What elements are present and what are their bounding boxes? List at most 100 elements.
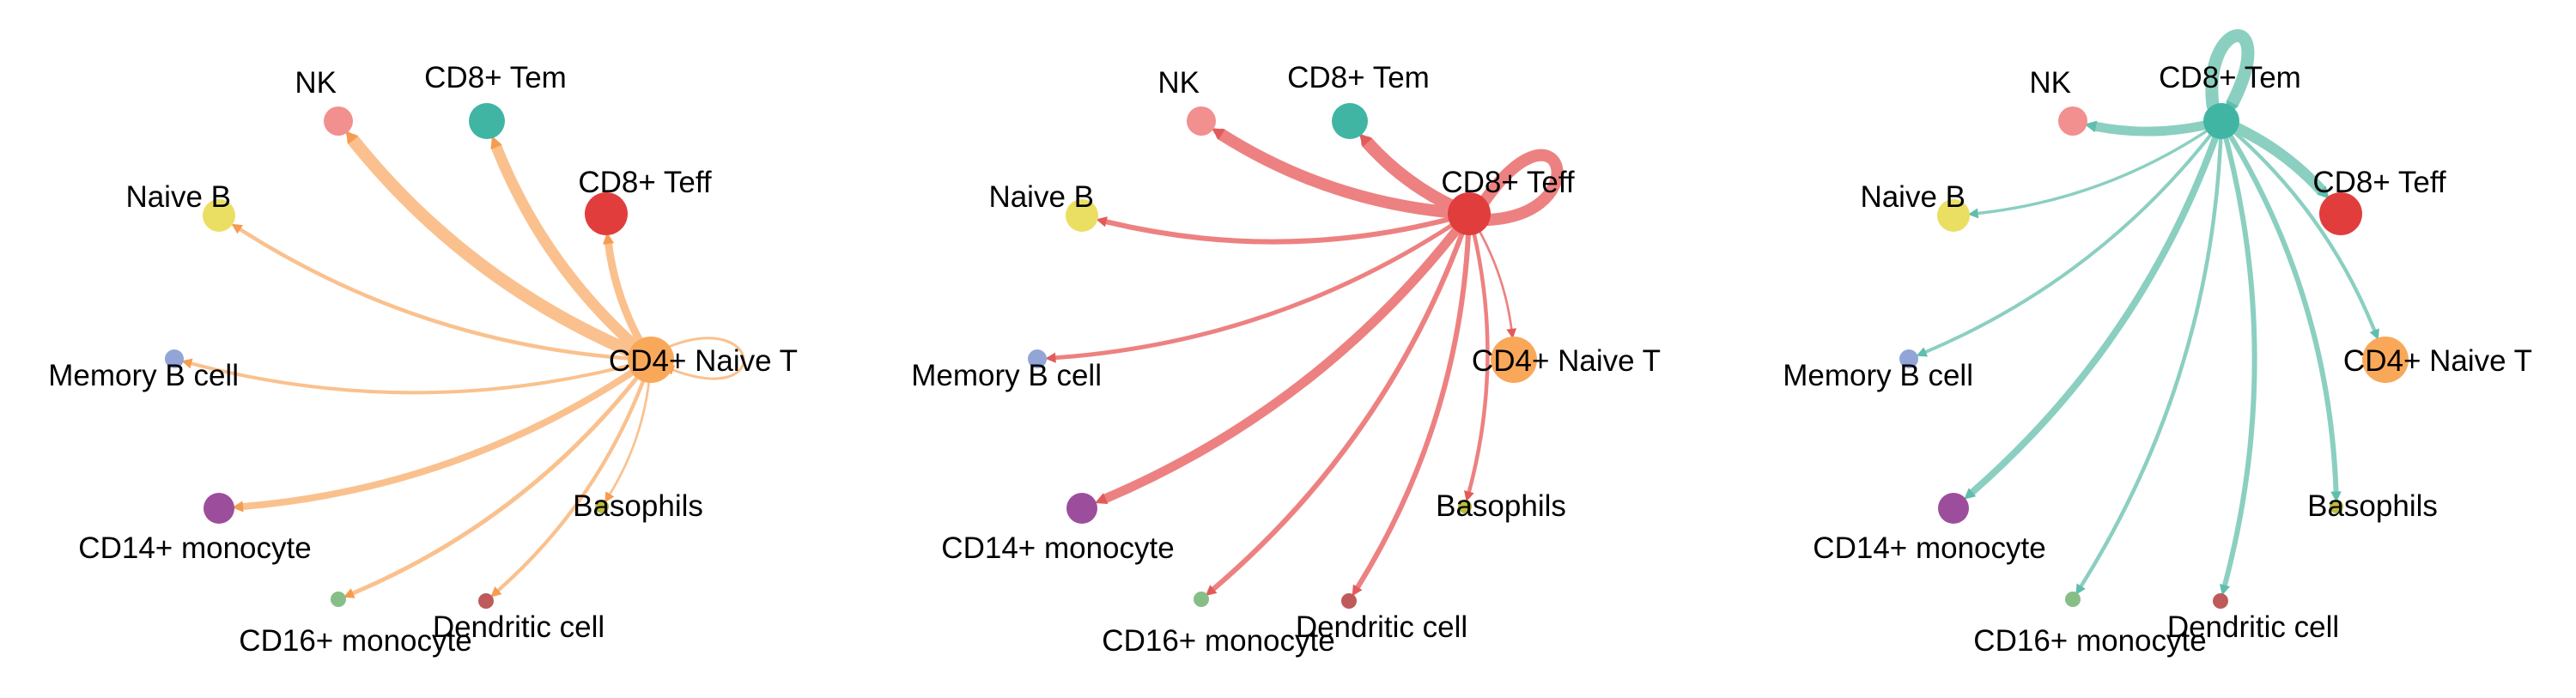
- node-dc: [1341, 593, 1357, 609]
- node-cd4_naive_t: [1491, 337, 1537, 383]
- node-cd4_naive_t: [2362, 337, 2409, 383]
- node-label-naive_b: Naive B: [125, 180, 231, 214]
- arrowhead-cd4_naive_t-to-nk: [345, 130, 359, 145]
- arrowhead-cd8_teff-to-naive_b: [1096, 216, 1108, 228]
- nodes-layer: [1028, 103, 1537, 609]
- arrowhead-cd8_tem-to-cd14_mono: [1964, 488, 1977, 500]
- node-label-naive_b: Naive B: [1860, 180, 1965, 214]
- node-cd8_teff: [1448, 192, 1491, 235]
- edge-cd8_tem-self-loop: [2205, 29, 2255, 112]
- node-label-cd8_tem: CD8+ Tem: [2159, 61, 2301, 94]
- node-dc: [478, 593, 494, 609]
- node-nk: [2058, 106, 2087, 136]
- arrowhead-cd8_teff-to-nk: [1211, 128, 1225, 140]
- node-cd14_mono: [1066, 493, 1097, 524]
- node-label-baso: Basophils: [2307, 489, 2438, 523]
- node-naive_b: [203, 199, 235, 232]
- edge-cd8_tem-to-nk: [2091, 116, 2227, 137]
- edge-cd8_tem-to-naive_b: [1976, 119, 2223, 215]
- nodes-layer: [165, 103, 674, 609]
- node-label-cd16_mono: CD16+ monocyte: [239, 624, 471, 658]
- node-label-cd8_teff: CD8+ Teff: [1441, 166, 1575, 199]
- edge-cd8_tem-to-memory_b: [1923, 119, 2223, 354]
- arrowhead-cd8_tem-to-baso: [2330, 491, 2342, 503]
- node-label-cd14_mono: CD14+ monocyte: [78, 531, 311, 565]
- node-label-cd8_tem: CD8+ Tem: [424, 61, 567, 94]
- node-label-cd14_mono: CD14+ monocyte: [941, 531, 1174, 565]
- node-memory_b: [1028, 349, 1047, 368]
- arrowhead-cd4_naive_t-to-baso: [605, 491, 615, 503]
- node-naive_b: [1937, 199, 1970, 232]
- node-cd16_mono: [2065, 592, 2081, 607]
- node-label-dc: Dendritic cell: [1296, 610, 1467, 644]
- arrowhead-cd8_teff-to-cd14_mono: [1095, 493, 1109, 504]
- arrowhead-cd4_naive_t-to-cd14_mono: [232, 501, 244, 513]
- node-cd8_teff: [2319, 192, 2362, 235]
- edge-cd8_teff-self-loop: [1479, 149, 1564, 226]
- node-label-dc: Dendritic cell: [433, 610, 605, 644]
- arrowhead-cd4_naive_t-to-cd16_mono: [343, 588, 355, 598]
- arrowhead-cd8_teff-to-cd4_naive_t: [1506, 328, 1517, 339]
- edge-cd4_naive_t-to-cd14_mono: [239, 356, 654, 510]
- edge-cd8_tem-to-cd4_naive_t: [2219, 118, 2377, 332]
- node-label-memory_b: Memory B cell: [1783, 359, 1973, 392]
- node-label-naive_b: Naive B: [988, 180, 1094, 214]
- node-label-nk: NK: [2029, 66, 2071, 100]
- node-label-memory_b: Memory B cell: [911, 359, 1102, 392]
- arrowhead-cd8_tem-to-cd16_mono: [2075, 583, 2086, 595]
- node-baso: [1458, 500, 1472, 513]
- node-label-cd4_naive_t: CD4+ Naive T: [609, 344, 798, 378]
- arrowhead-cd8_teff-to-dc: [1352, 584, 1363, 597]
- edge-cd8_teff-to-dc: [1355, 211, 1472, 590]
- arrowhead-cd4_naive_t-to-naive_b: [231, 223, 244, 234]
- node-baso: [2330, 500, 2343, 513]
- node-cd8_teff: [585, 192, 628, 235]
- node-cd14_mono: [204, 493, 234, 524]
- edge-cd4_naive_t-to-cd16_mono: [350, 357, 653, 596]
- nodes-layer: [1899, 103, 2409, 609]
- node-cd8_tem: [2203, 103, 2239, 139]
- edges-layer: [1045, 128, 1564, 597]
- node-cd16_mono: [331, 592, 346, 607]
- arrowhead-cd8_tem-to-dc: [2219, 583, 2231, 596]
- node-label-dc: Dendritic cell: [2167, 610, 2339, 644]
- arrowhead-cd8_teff-to-memory_b: [1045, 352, 1056, 363]
- node-label-baso: Basophils: [573, 489, 703, 523]
- arrowhead-cd8_teff-to-baso: [1464, 490, 1474, 502]
- node-cd4_naive_t: [628, 337, 674, 383]
- arrowhead-cd8_teff-to-cd8_tem: [1358, 133, 1373, 148]
- node-label-baso: Basophils: [1436, 489, 1566, 523]
- edge-cd4_naive_t-to-memory_b: [189, 358, 653, 395]
- edge-cd4_naive_t-to-cd8_tem: [490, 141, 657, 366]
- node-label-cd4_naive_t: CD4+ Naive T: [2343, 344, 2532, 378]
- node-baso: [595, 500, 609, 513]
- node-label-cd8_teff: CD8+ Teff: [2312, 166, 2446, 199]
- edge-cd4_naive_t-to-nk: [346, 133, 658, 367]
- edge-cd8_tem-to-dc: [2219, 118, 2257, 588]
- edges-layer: [1916, 29, 2379, 596]
- edge-cd8_teff-to-cd16_mono: [1211, 211, 1472, 592]
- node-naive_b: [1066, 199, 1098, 232]
- arrowhead-cd8_tem-to-naive_b: [1967, 208, 1979, 219]
- edge-cd8_tem-to-baso: [2219, 118, 2339, 495]
- edge-cd8_teff-to-memory_b: [1053, 211, 1472, 361]
- node-label-cd16_mono: CD16+ monocyte: [1973, 624, 2206, 658]
- node-nk: [1187, 106, 1216, 136]
- node-cd16_mono: [1194, 592, 1209, 607]
- edge-cd4_naive_t-to-dc: [496, 357, 653, 592]
- arrowhead-cd8_tem-to-memory_b: [1916, 347, 1929, 357]
- edge-cd8_teff-to-cd14_mono: [1101, 209, 1474, 504]
- arrowhead-cd8_tem-to-nk: [2084, 120, 2098, 133]
- edge-cd4_naive_t-to-naive_b: [238, 228, 653, 362]
- node-label-cd8_teff: CD8+ Teff: [578, 166, 712, 199]
- edge-cd8_teff-to-baso: [1467, 211, 1490, 494]
- node-cd8_tem: [1332, 103, 1368, 139]
- node-memory_b: [165, 349, 184, 368]
- node-memory_b: [1899, 349, 1918, 368]
- edge-cd8_teff-to-nk: [1215, 128, 1475, 220]
